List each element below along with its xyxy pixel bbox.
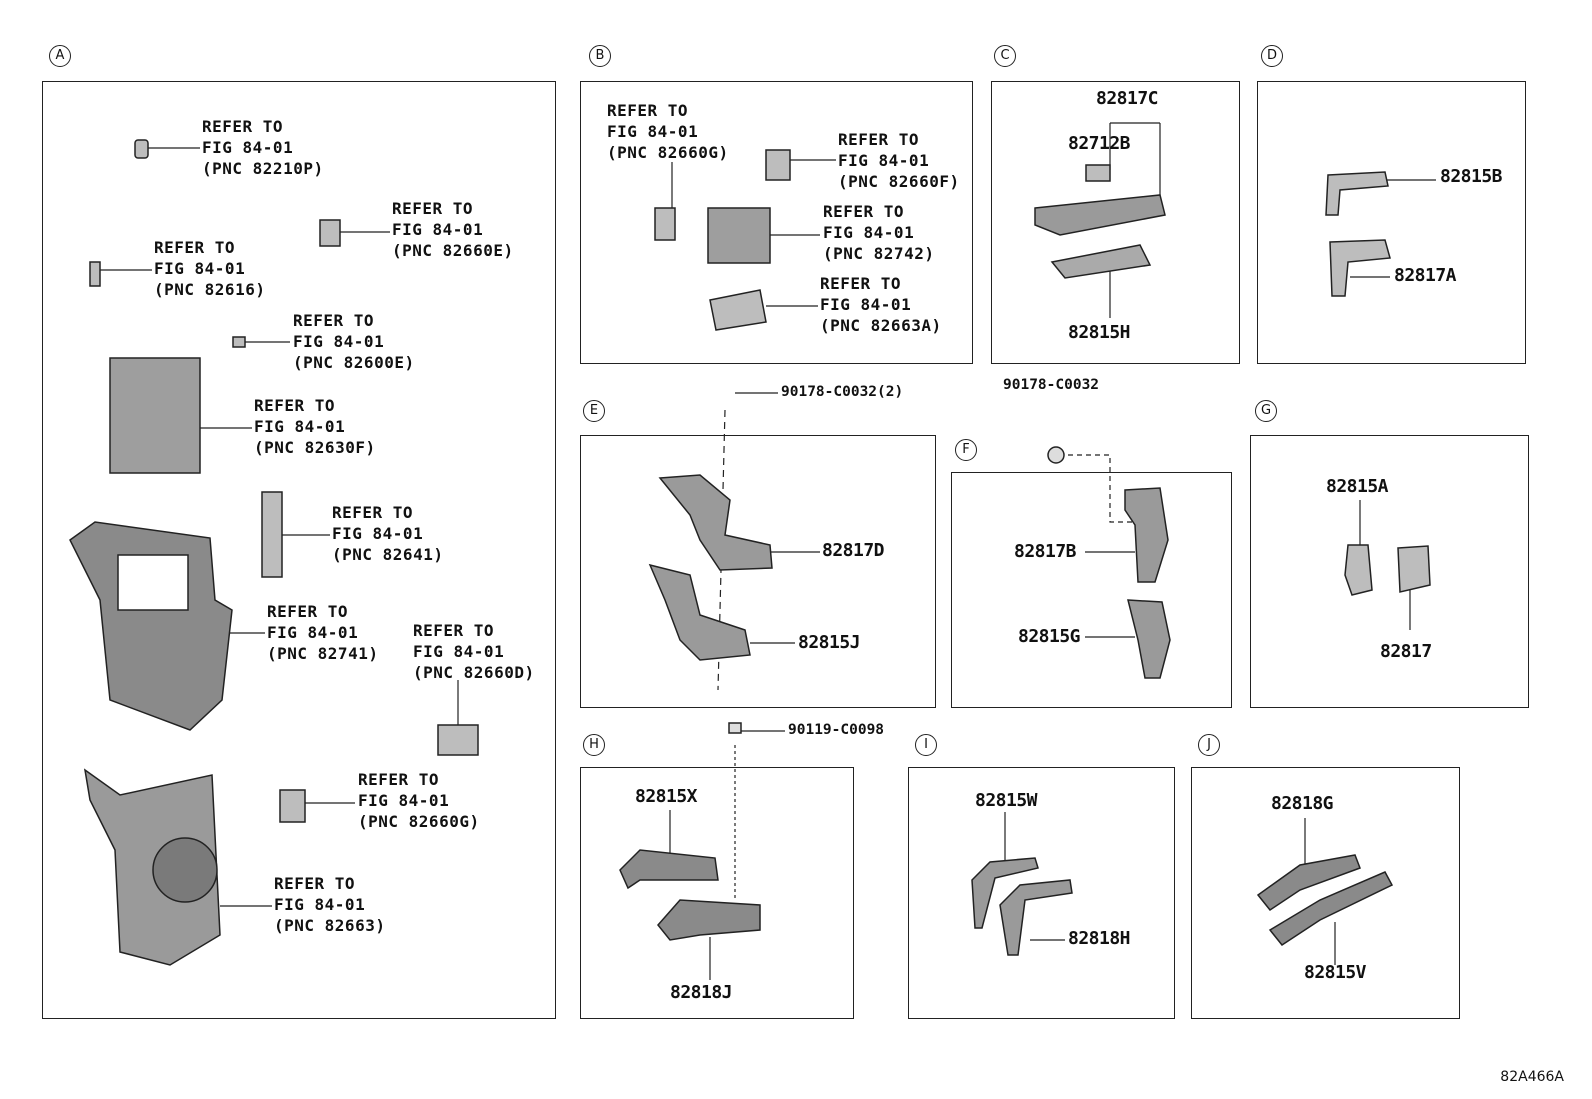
part-82817c: 82817C: [1096, 88, 1159, 109]
refer-label-82660d: REFER TO FIG 84-01 (PNC 82660D): [413, 621, 535, 682]
refer-label-82741: REFER TO FIG 84-01 (PNC 82741): [267, 602, 379, 663]
part-82815j: 82815J: [798, 632, 861, 653]
refer-label-82630f: REFER TO FIG 84-01 (PNC 82630F): [254, 396, 376, 457]
section-b-box: [580, 81, 973, 364]
part-90178-c0032-2: 90178-C0032(2): [781, 384, 904, 400]
part-82815b: 82815B: [1440, 166, 1503, 187]
section-g-box: [1250, 435, 1529, 708]
refer-label-82660g-a: REFER TO FIG 84-01 (PNC 82660G): [358, 770, 480, 831]
part-82815h: 82815H: [1068, 322, 1131, 343]
part-82815w: 82815W: [975, 790, 1038, 811]
refer-label-82663a: REFER TO FIG 84-01 (PNC 82663A): [820, 274, 942, 335]
figure-code: 82A466A: [1500, 1069, 1564, 1085]
part-82818g: 82818G: [1271, 793, 1334, 814]
section-c-label: C: [994, 45, 1016, 67]
part-82815g: 82815G: [1018, 626, 1081, 647]
section-j-label: J: [1198, 734, 1220, 756]
section-d-box: [1257, 81, 1526, 364]
part-82817d: 82817D: [822, 540, 885, 561]
part-82815x: 82815X: [635, 786, 698, 807]
part-82815v: 82815V: [1304, 962, 1367, 983]
refer-label-82641: REFER TO FIG 84-01 (PNC 82641): [332, 503, 444, 564]
section-h-box: [580, 767, 854, 1019]
section-a-label: A: [49, 45, 71, 67]
refer-label-82663: REFER TO FIG 84-01 (PNC 82663): [274, 874, 386, 935]
section-h-label: H: [583, 734, 605, 756]
part-82815a: 82815A: [1326, 476, 1389, 497]
refer-label-82660e: REFER TO FIG 84-01 (PNC 82660E): [392, 199, 514, 260]
section-g-label: G: [1255, 400, 1277, 422]
part-90119-c0098: 90119-C0098: [788, 722, 885, 738]
refer-label-82660g-b: REFER TO FIG 84-01 (PNC 82660G): [607, 101, 729, 162]
section-b-label: B: [589, 45, 611, 67]
part-82817: 82817: [1380, 641, 1432, 662]
refer-label-82742: REFER TO FIG 84-01 (PNC 82742): [823, 202, 935, 263]
part-82817a: 82817A: [1394, 265, 1457, 286]
refer-label-82210p: REFER TO FIG 84-01 (PNC 82210P): [202, 117, 324, 178]
section-i-label: I: [915, 734, 937, 756]
section-e-box: [580, 435, 936, 708]
part-82817b: 82817B: [1014, 541, 1077, 562]
refer-label-82600e: REFER TO FIG 84-01 (PNC 82600E): [293, 311, 415, 372]
section-f-label: F: [955, 439, 977, 461]
part-82712b: 82712B: [1068, 133, 1131, 154]
section-d-label: D: [1261, 45, 1283, 67]
refer-label-82616: REFER TO FIG 84-01 (PNC 82616): [154, 238, 266, 299]
part-82818h: 82818H: [1068, 928, 1131, 949]
section-f-box: [951, 472, 1232, 708]
section-j-box: [1191, 767, 1460, 1019]
part-82818j: 82818J: [670, 982, 733, 1003]
part-90178-c0032: 90178-C0032: [1003, 377, 1100, 393]
refer-label-82660f: REFER TO FIG 84-01 (PNC 82660F): [838, 130, 960, 191]
section-e-label: E: [583, 400, 605, 422]
